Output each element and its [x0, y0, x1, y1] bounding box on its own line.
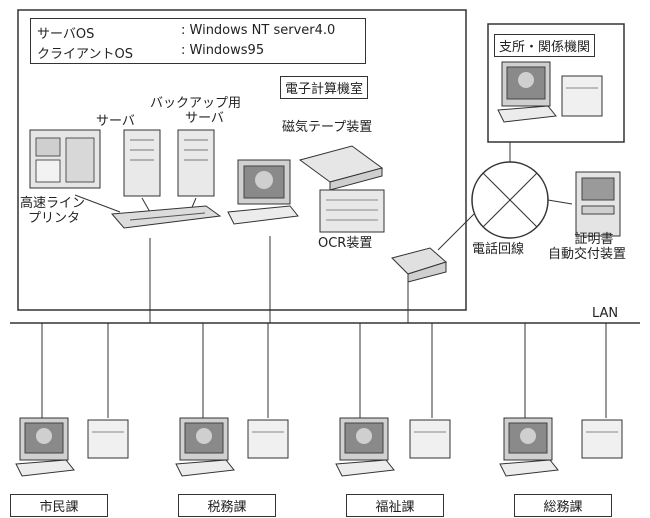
dept-printer-icon-1 [88, 420, 128, 458]
server-os-value: : Windows NT server4.0 [181, 23, 335, 38]
network-switch-icon [112, 206, 220, 228]
backup-server-label: バックアップ用 サーバ [150, 96, 241, 126]
client-os-label: クライアントOS [37, 43, 133, 62]
phone-cert-link [548, 200, 572, 204]
phone-modem-link [438, 214, 474, 250]
ocr-label: OCR装置 [318, 236, 372, 251]
branch-pc-icon [498, 62, 556, 122]
dept-label-3: 福祉課 [346, 494, 444, 517]
branch-title: 支所・関係機関 [494, 34, 595, 57]
cert-kiosk-label: 証明書 自動交付装置 [548, 232, 626, 262]
server-label: サーバ [96, 114, 135, 129]
modem-icon [392, 248, 446, 282]
client-os-value: : Windows95 [181, 43, 264, 58]
dept-label-2: 税務課 [178, 494, 276, 517]
os-info-box: サーバOS : Windows NT server4.0 クライアントOS : … [30, 18, 366, 64]
dept-pc-icon-4 [500, 418, 558, 476]
dept-label-1: 市民課 [10, 494, 108, 517]
line-printer-icon [30, 130, 100, 188]
server-link [142, 198, 150, 212]
dept-printer-icon-4 [582, 420, 622, 458]
phone-line-label: 電話回線 [472, 242, 524, 257]
dept-pc-icon-1 [16, 418, 74, 476]
line-printer-label: 高速ライン プリンタ [20, 196, 85, 226]
department-drops [42, 323, 606, 418]
dept-pc-icon-3 [336, 418, 394, 476]
dept-pc-icon-2 [176, 418, 234, 476]
dept-printer-icon-3 [410, 420, 450, 458]
kiosk-icon [576, 172, 620, 236]
dept-printer-icon-2 [248, 420, 288, 458]
server-os-label: サーバOS [37, 23, 94, 42]
tape-drive-label: 磁気テープ装置 [282, 120, 372, 135]
server-icon [124, 130, 160, 196]
computer-room-title: 電子計算機室 [280, 76, 368, 99]
backup-server-icon [178, 130, 214, 196]
tape-drive-icon [300, 146, 382, 190]
ocr-device-icon [320, 190, 384, 232]
branch-printer-icon [562, 76, 602, 116]
lan-label: LAN [592, 306, 618, 321]
room-workstation-icon [228, 160, 298, 224]
dept-label-4: 総務課 [514, 494, 612, 517]
